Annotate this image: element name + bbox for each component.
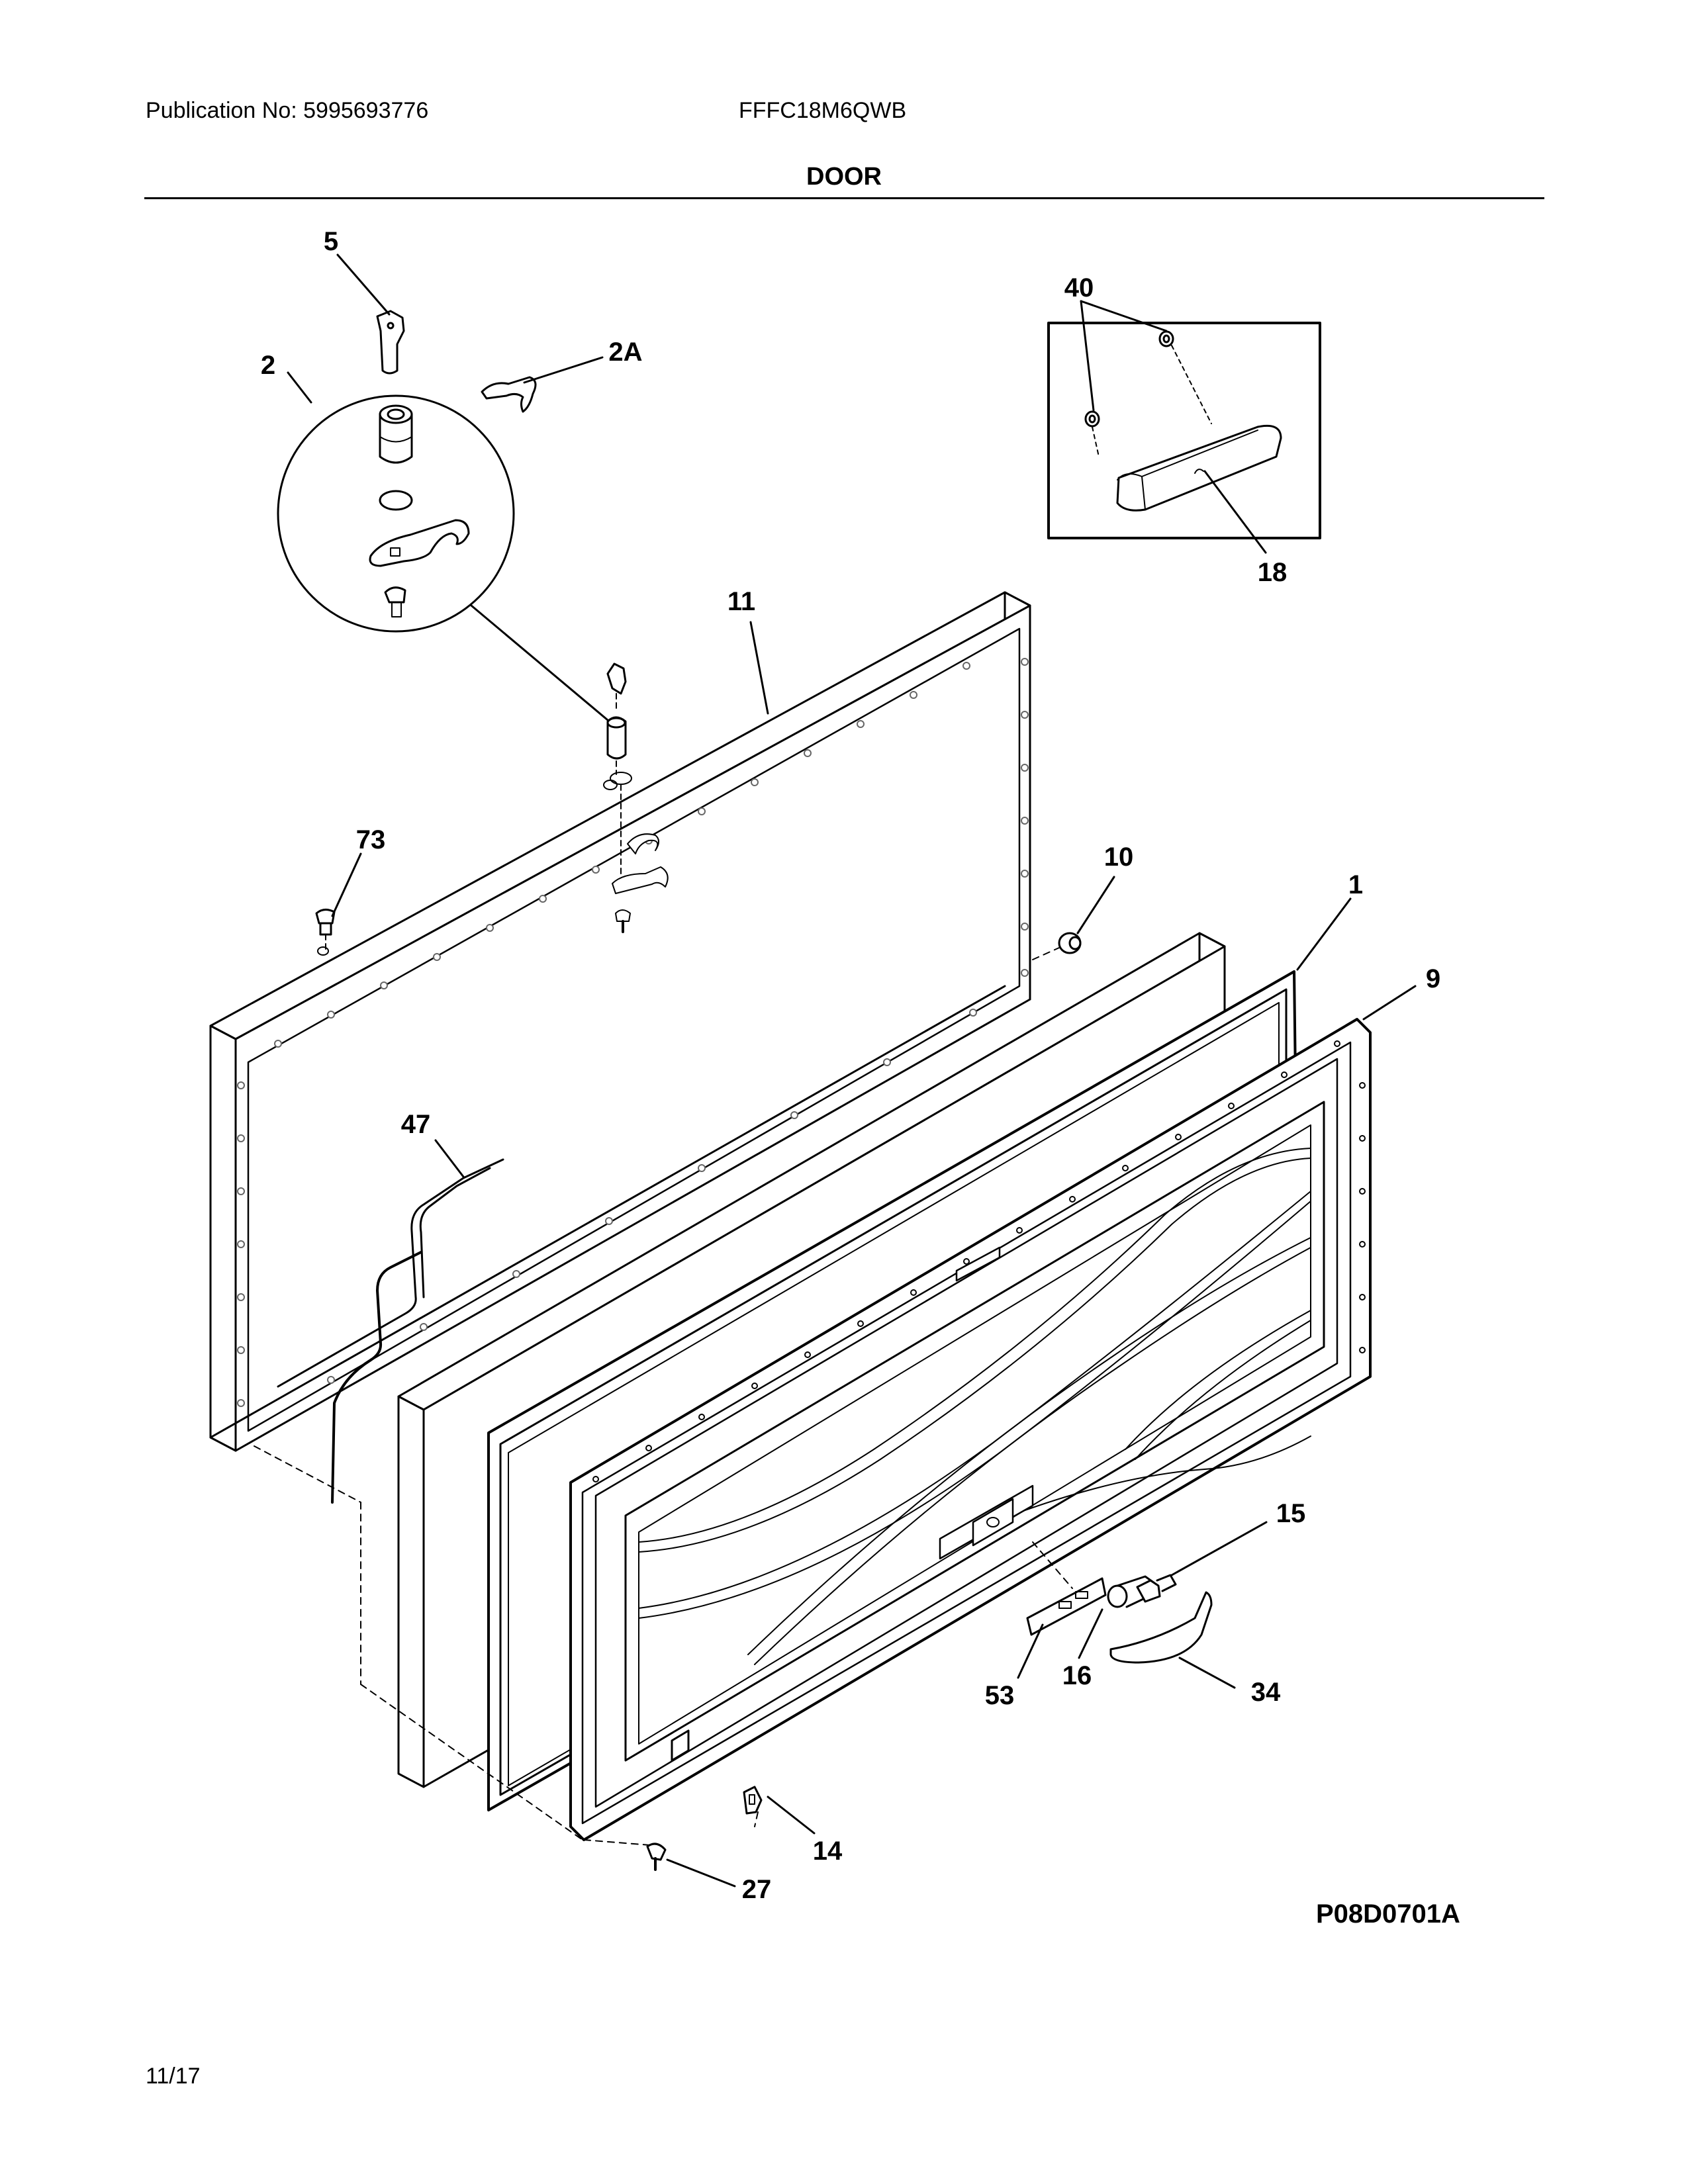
callout-5: 5 [324, 227, 338, 256]
model-number: FFFC18M6QWB [739, 98, 907, 123]
hinge-parts-installed [606, 662, 669, 933]
leader-lines [287, 253, 1417, 1888]
push-pin-fastener [646, 1843, 667, 1871]
callout-10: 10 [1104, 842, 1134, 872]
handle-cover [1109, 1591, 1213, 1664]
callout-labels: 5 2 2A 40 18 11 73 10 1 9 47 15 16 53 34… [261, 227, 1440, 1904]
light-bulb [1136, 1574, 1177, 1603]
drawing-code: P08D0701A [1316, 1899, 1460, 1929]
callout-27: 27 [742, 1875, 772, 1904]
assembly-lines [254, 947, 1073, 1846]
hinge-pin-cover [376, 310, 405, 375]
footer-date: 11/17 [146, 2064, 201, 2089]
callout-40: 40 [1064, 273, 1094, 302]
callout-11: 11 [727, 587, 755, 616]
heater-wire [277, 1158, 504, 1504]
callout-14: 14 [813, 1837, 843, 1866]
callout-34: 34 [1251, 1678, 1281, 1707]
callout-73: 73 [356, 825, 386, 854]
callout-18: 18 [1258, 558, 1288, 587]
door-screw-plug [315, 909, 336, 954]
callout-15: 15 [1276, 1499, 1306, 1528]
publication-number: Publication No: 5995693776 [146, 98, 429, 123]
hinge-detail-bubble [277, 394, 515, 633]
inner-door-liner [569, 1018, 1372, 1841]
door-bumper [1058, 932, 1082, 954]
callout-1: 1 [1348, 870, 1363, 899]
callout-9: 9 [1426, 964, 1440, 993]
callout-16: 16 [1062, 1661, 1092, 1690]
callout-53: 53 [985, 1681, 1015, 1710]
section-title: DOOR [806, 163, 882, 191]
callout-2a: 2A [608, 338, 642, 367]
callout-2: 2 [261, 351, 275, 380]
handle-bracket [1026, 1577, 1107, 1636]
handle-inset-box [1047, 322, 1321, 539]
callout-47: 47 [401, 1110, 431, 1139]
light-switch [743, 1786, 763, 1815]
hinge-clip [481, 376, 537, 413]
header-rule [144, 197, 1544, 199]
